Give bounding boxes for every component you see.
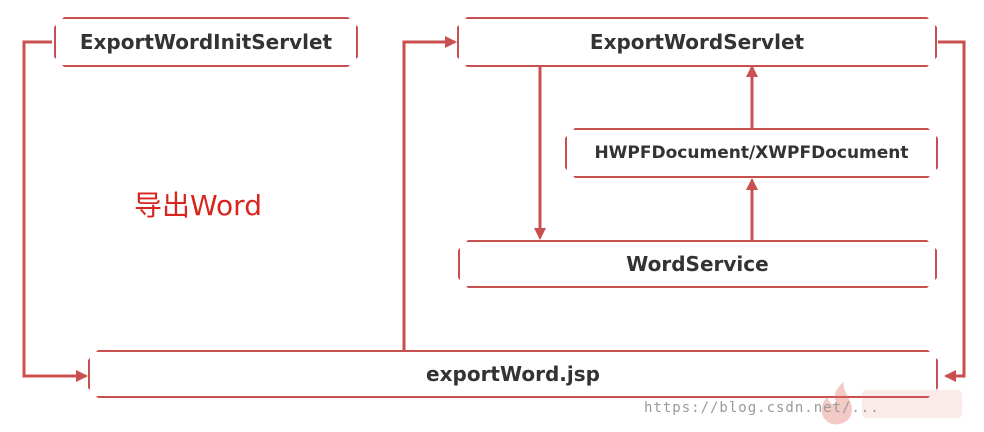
node-export-word-jsp-label: exportWord.jsp [426,362,600,386]
watermark-url: https://blog.csdn.net/... [644,400,880,416]
arrow-jsp-to-servlet [402,36,457,350]
node-export-word-init-servlet-label: ExportWordInitServlet [79,30,333,54]
node-export-word-servlet-label: ExportWordServlet [589,30,805,54]
node-hwpf-xwpf-document: HWPFDocument/XWPFDocument [565,128,938,178]
arrow-init-to-jsp [22,40,88,382]
node-word-service-label: WordService [626,252,769,276]
node-word-service: WordService [458,240,937,288]
node-export-word-init-servlet: ExportWordInitServlet [54,17,358,67]
node-export-word-servlet: ExportWordServlet [457,17,937,67]
node-export-word-jsp: exportWord.jsp [88,350,938,398]
arrow-servlet-to-jsp [938,40,966,382]
diagram-title: 导出Word [134,189,262,222]
brand-logo-watermark [821,382,962,425]
node-hwpf-xwpf-document-label: HWPFDocument/XWPFDocument [594,143,909,163]
